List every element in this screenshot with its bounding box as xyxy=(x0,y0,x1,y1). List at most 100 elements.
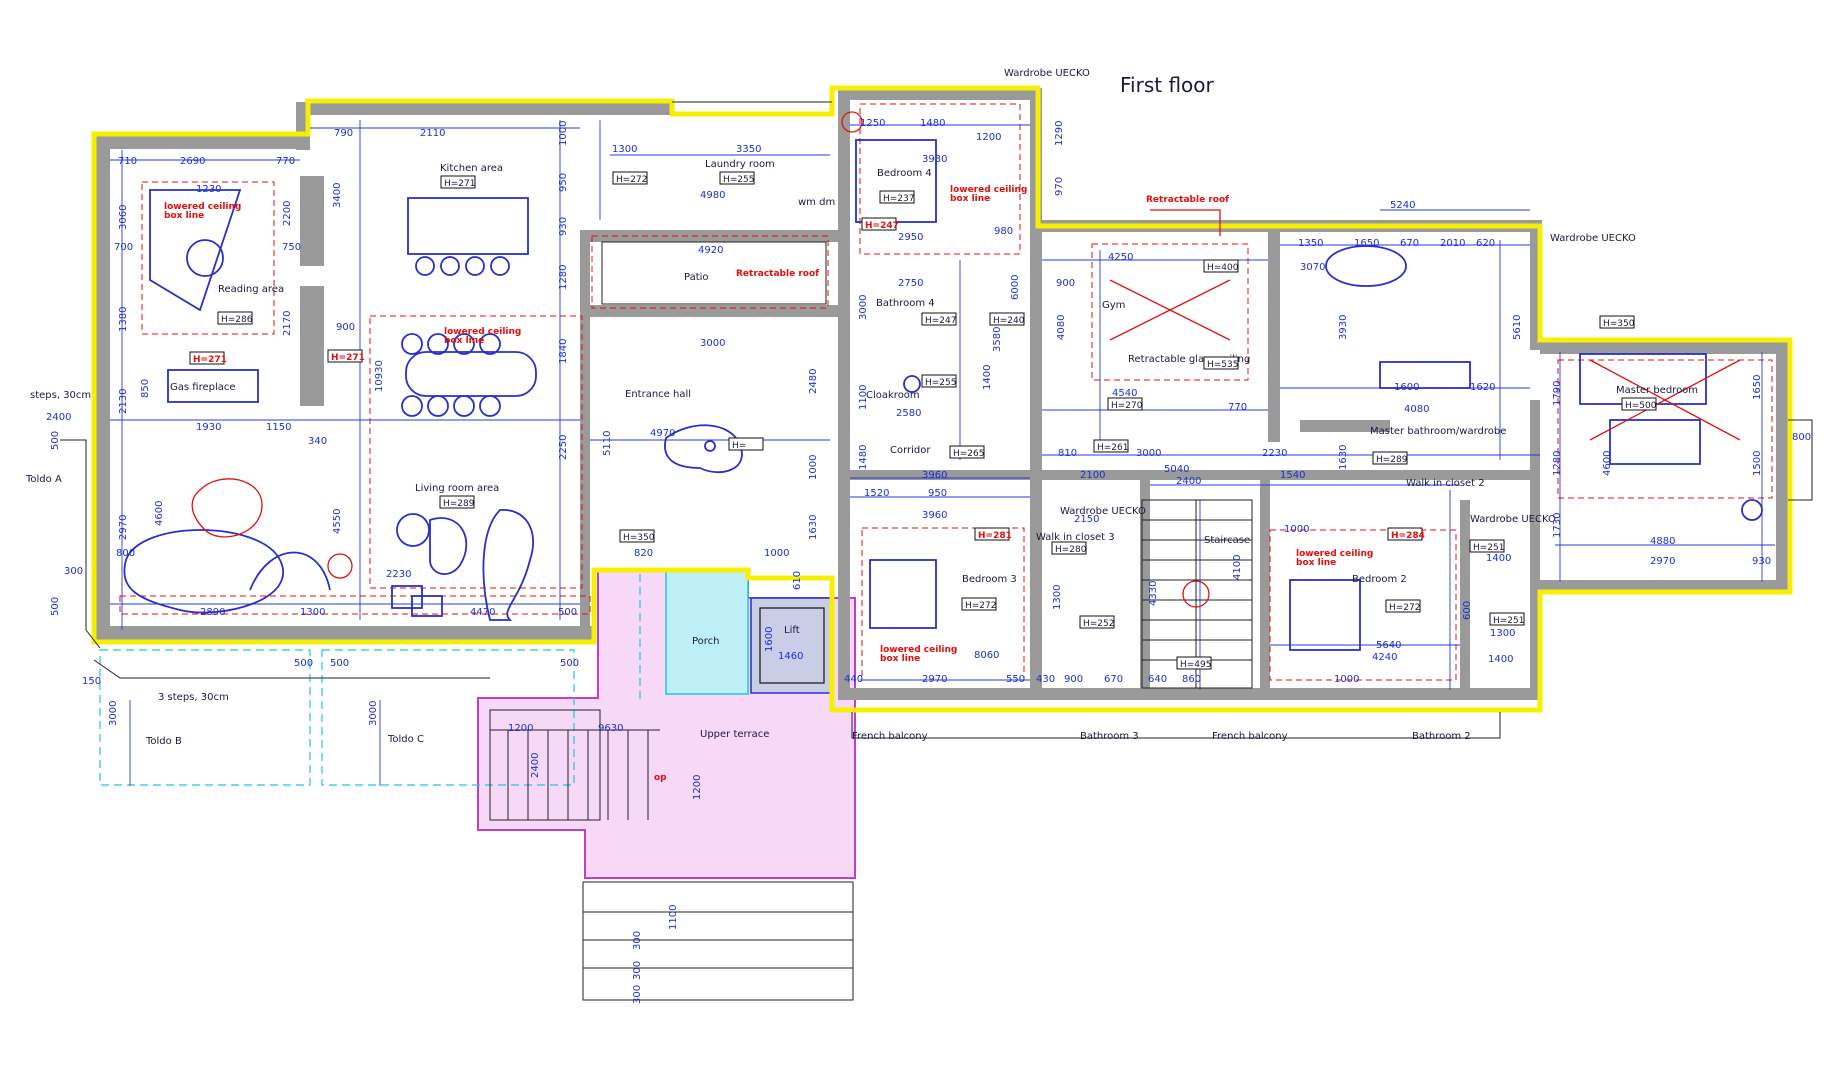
dim: 750 xyxy=(282,242,301,253)
dim: 800 xyxy=(1792,432,1811,443)
dim: 1600 xyxy=(1394,382,1419,393)
dim: 930 xyxy=(1752,556,1771,567)
label-upper-terrace: Upper terrace xyxy=(700,729,769,740)
dim: 2970 xyxy=(1650,556,1675,567)
dim: 1540 xyxy=(1280,470,1305,481)
walls xyxy=(96,88,1788,700)
dim: 300 xyxy=(632,985,643,1004)
dim: 3350 xyxy=(736,144,761,155)
label-reading: Reading area xyxy=(218,284,284,295)
dim: 1400 xyxy=(1486,553,1511,564)
dim: 150 xyxy=(82,676,101,687)
dim: 1000 xyxy=(1284,524,1309,535)
dim: 1300 xyxy=(612,144,637,155)
dim: 2890 xyxy=(200,607,225,618)
dim: 2230 xyxy=(386,569,411,580)
red-markers xyxy=(841,111,1741,608)
dim: 4080 xyxy=(1404,404,1429,415)
dim: 770 xyxy=(1228,402,1247,413)
dim: 2970 xyxy=(922,674,947,685)
annot-box-2: box line xyxy=(444,336,484,346)
h-bath4: H=247 xyxy=(925,316,957,326)
dim: 3960 xyxy=(922,470,947,481)
terrace-zone xyxy=(477,569,856,879)
dim: 2750 xyxy=(898,278,923,289)
dim: 2970 xyxy=(118,515,129,540)
dim: 600 xyxy=(1462,601,1473,620)
dim: 1630 xyxy=(808,515,819,540)
dim: 300 xyxy=(632,931,643,950)
dim: 500 xyxy=(50,597,61,616)
label-bedroom4: Bedroom 4 xyxy=(877,168,932,179)
dim: 430 xyxy=(1036,674,1055,685)
h-walk2: H=251 xyxy=(1473,543,1505,553)
dim: 700 xyxy=(114,242,133,253)
h-reading: H=286 xyxy=(221,315,253,325)
dim: 2950 xyxy=(898,232,923,243)
height-tags: H=271 H=255 H=272 H=286 H=271 H=271 H=35… xyxy=(189,171,1657,670)
label-bedroom2: Bedroom 2 xyxy=(1352,574,1407,585)
dim: 3070 xyxy=(1300,262,1325,273)
h-gym4: H=261 xyxy=(1097,443,1129,453)
ceiling-zones xyxy=(119,103,1773,681)
h-wc1: H=272 xyxy=(616,175,648,185)
dim: 5640 xyxy=(1376,640,1401,651)
label-3steps: 3 steps, 30cm xyxy=(158,692,229,703)
dim: 9630 xyxy=(598,723,623,734)
dim: 3000 xyxy=(1136,448,1161,459)
dimension-texts: 2110 790 710 2690 770 1230 700 750 1930 … xyxy=(46,118,1811,1004)
dim: 790 xyxy=(334,128,353,139)
dim: 2150 xyxy=(1074,514,1099,525)
dim: 1200 xyxy=(508,723,533,734)
label-bathroom4: Bathroom 4 xyxy=(876,298,935,309)
dim: 3960 xyxy=(922,510,947,521)
label-wardrobe-right: Wardrobe UECKO xyxy=(1550,233,1636,244)
h-gym: H=400 xyxy=(1207,263,1239,273)
dim: 670 xyxy=(1400,238,1419,249)
label-op: op xyxy=(654,773,667,783)
dim: 4550 xyxy=(332,509,343,534)
dim: 1400 xyxy=(982,365,993,390)
label-steps: steps, 30cm xyxy=(30,390,91,401)
dim: 610 xyxy=(792,571,803,590)
h-dining: H=271 xyxy=(331,353,365,363)
label-fireplace: Gas fireplace xyxy=(170,382,236,393)
dim: 1400 xyxy=(1488,654,1513,665)
dim: 1730 xyxy=(1552,513,1563,538)
dim: 1460 xyxy=(778,651,803,662)
dim: 4920 xyxy=(698,245,723,256)
dim: 1520 xyxy=(864,488,889,499)
dim: 1600 xyxy=(764,627,775,652)
dim: 1300 xyxy=(1490,628,1515,639)
stairs-and-steps xyxy=(60,101,1813,1001)
dim: 770 xyxy=(276,156,295,167)
dim: 1200 xyxy=(692,775,703,800)
dim: 1840 xyxy=(558,339,569,364)
dim: 4250 xyxy=(1108,252,1133,263)
h-gym3: H=270 xyxy=(1111,401,1143,411)
label-corridor: Corridor xyxy=(890,445,931,456)
dim: 4970 xyxy=(650,428,675,439)
dim: 2400 xyxy=(1176,476,1201,487)
dim: 2480 xyxy=(808,369,819,394)
dim: 950 xyxy=(558,173,569,192)
label-walk3: Walk in closet 3 xyxy=(1036,532,1115,543)
dim: 2130 xyxy=(118,389,129,414)
dimension-lines xyxy=(110,120,1775,786)
label-wardrobe-w2: Wardrobe UECKO xyxy=(1470,514,1556,525)
dim: 2250 xyxy=(558,435,569,460)
dim: 500 xyxy=(558,607,577,618)
dim: 6000 xyxy=(1010,275,1021,300)
label-walk2: Walk in closet 2 xyxy=(1406,478,1485,489)
annot-lowered-3: lowered ceiling xyxy=(950,185,1027,195)
label-master-bath: Master bathroom/wardrobe xyxy=(1370,426,1506,437)
label-toldo-a: Toldo A xyxy=(25,474,62,485)
dim: 980 xyxy=(994,226,1013,237)
h-cloak: H=255 xyxy=(925,378,957,388)
dim: 620 xyxy=(1476,238,1495,249)
dim: 4880 xyxy=(1650,536,1675,547)
dim: 1380 xyxy=(118,307,129,332)
dim: 1290 xyxy=(1054,121,1065,146)
dim: 1000 xyxy=(1334,674,1359,685)
dim: 300 xyxy=(64,566,83,577)
